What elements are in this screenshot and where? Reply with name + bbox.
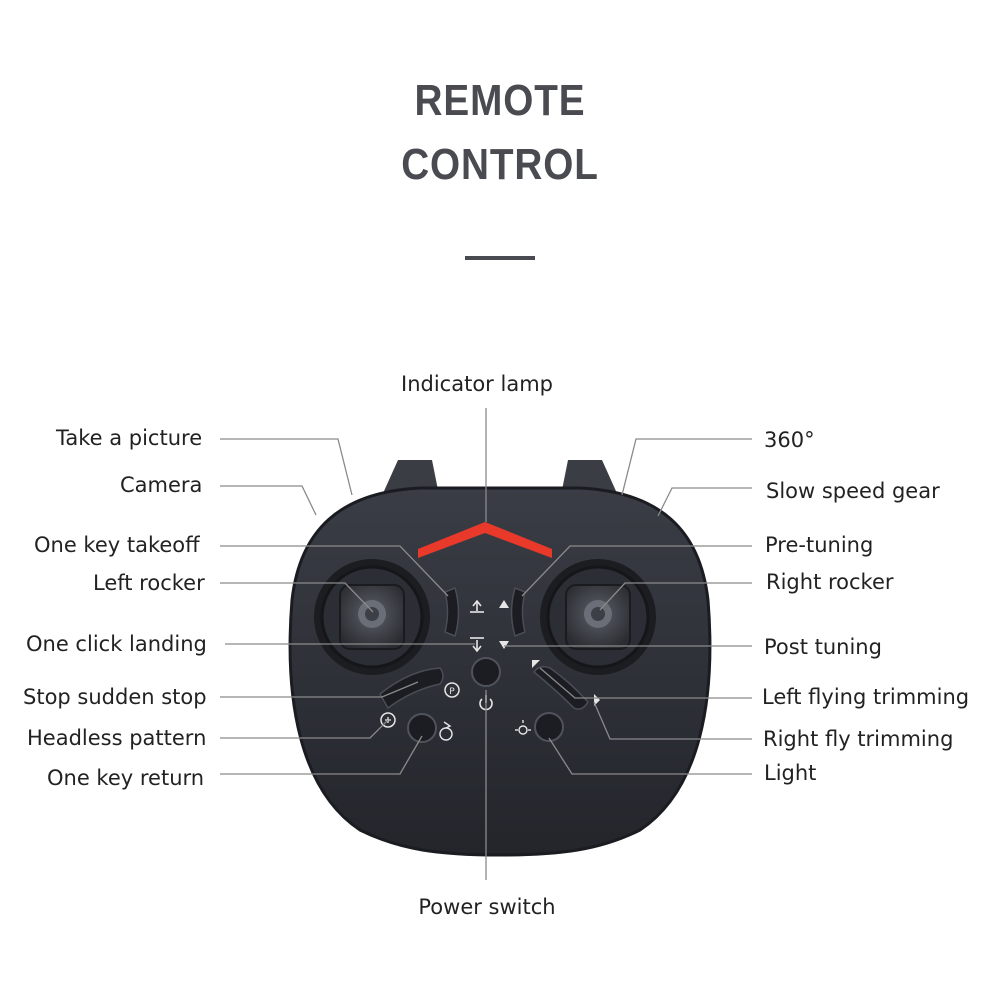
up-arrow-icon (499, 600, 509, 608)
stop-sudden-stop-button[interactable] (379, 667, 444, 710)
label-camera: Camera (120, 473, 203, 497)
label-one-key-takeoff: One key takeoff (34, 533, 200, 557)
one-key-takeoff-button[interactable] (444, 586, 460, 638)
leader-one-key-return (220, 735, 423, 775)
return-icon (439, 721, 453, 741)
title-underline (465, 256, 535, 260)
leader-pre-tuning (521, 545, 752, 597)
label-take-a-picture: Take a picture (56, 426, 203, 450)
label-right-fly-trimming: Right fly trimming (763, 727, 954, 751)
label-post-tuning: Post tuning (764, 635, 882, 659)
right-rocker[interactable] (540, 559, 656, 675)
leader-slow-speed-gear (657, 487, 752, 517)
label-left-flying-trimming: Left flying trimming (762, 685, 970, 709)
leader-left-flying-trimming (539, 667, 752, 699)
left-trim-icon (532, 660, 540, 668)
label-headless-pattern: Headless pattern (27, 726, 207, 750)
right-trim-icon (594, 694, 600, 706)
leader-360 (621, 438, 752, 496)
leader-left-rocker (220, 582, 374, 613)
svg-text:P: P (449, 687, 455, 697)
leader-headless-pattern (220, 719, 389, 739)
label-one-key-return: One key return (47, 766, 205, 790)
label-stop-sudden-stop: Stop sudden stop (23, 685, 207, 709)
light-icon (515, 720, 531, 735)
leader-lines (220, 408, 752, 880)
leader-light (548, 737, 752, 775)
power-switch-button[interactable] (471, 657, 501, 687)
title-line-2: CONTROL (401, 140, 599, 189)
label-power-switch: Power switch (418, 895, 556, 919)
label-slow-speed-gear: Slow speed gear (766, 479, 940, 503)
label-360: 360° (764, 428, 815, 452)
light-button[interactable] (534, 712, 564, 742)
label-pre-tuning: Pre-tuning (765, 533, 874, 557)
leader-one-key-takeoff (220, 545, 449, 597)
leader-take-a-picture (220, 438, 353, 496)
takeoff-icon (470, 599, 484, 613)
down-arrow-icon (499, 641, 509, 649)
leader-right-fly-trimming (593, 701, 752, 740)
label-light: Light (764, 761, 817, 785)
label-left-rocker: Left rocker (93, 571, 205, 595)
leader-stop-sudden-stop (220, 681, 419, 698)
title-line-1: REMOTE (414, 76, 586, 125)
one-key-return-button[interactable] (407, 713, 437, 743)
indicator-lamp (418, 522, 552, 558)
left-rocker[interactable] (314, 559, 430, 675)
pre-tuning-button[interactable] (510, 586, 526, 638)
leader-camera (220, 485, 317, 516)
label-right-rocker: Right rocker (766, 570, 894, 594)
landing-icon (470, 637, 484, 653)
label-indicator-lamp: Indicator lamp (401, 372, 553, 396)
stop-icon: P (444, 682, 460, 698)
label-one-click-landing: One click landing (26, 632, 207, 656)
leader-right-rocker (599, 582, 752, 611)
left-flying-trimming-button[interactable] (532, 665, 589, 710)
